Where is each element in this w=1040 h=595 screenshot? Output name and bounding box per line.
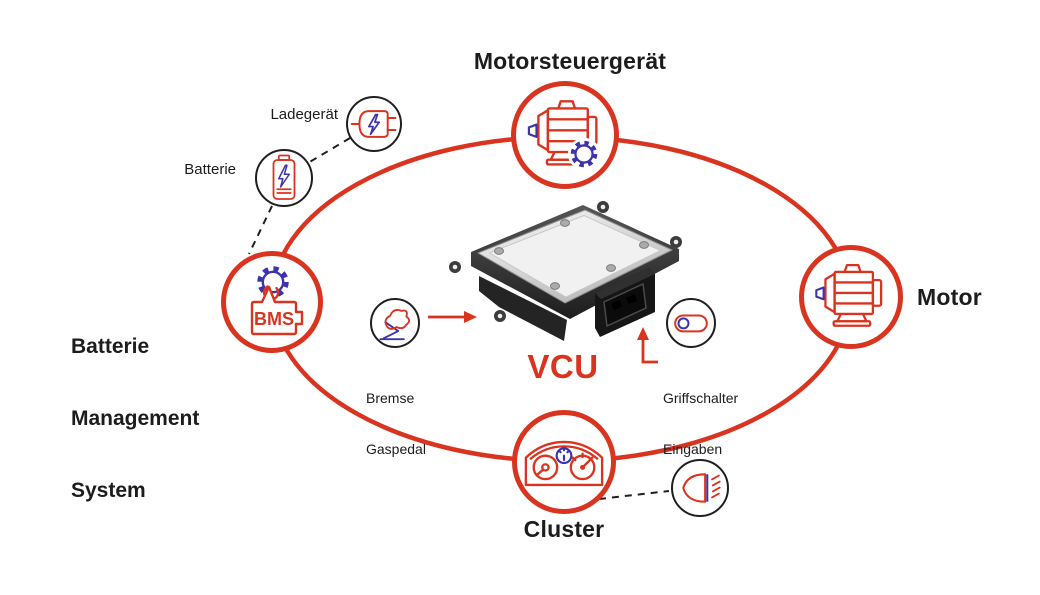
label-bms: Batterie Management System [71, 287, 199, 551]
dashed-line-cluster-headlight [598, 490, 670, 500]
node-ladegeraet [346, 96, 402, 152]
device-housing-skirt [479, 276, 567, 341]
label-bms-line3: System [71, 479, 146, 502]
toggle-switch-icon [674, 314, 708, 333]
screw-holes [494, 219, 649, 290]
charger-plug-icon [350, 110, 397, 138]
motor-icon [815, 263, 883, 327]
dashed-line-batterie-bms [248, 205, 273, 255]
label-ladegeraet: Ladegerät [270, 106, 338, 123]
node-headlight [671, 459, 729, 517]
label-motor: Motor [917, 284, 982, 310]
label-eingaben: Eingaben [663, 441, 723, 457]
label-vcu: VCU [527, 348, 599, 385]
node-motorsteuergeraet [511, 81, 619, 189]
label-motorsteuergeraet: Motorsteuergerät [473, 48, 667, 74]
label-bms-line2: Management [71, 407, 200, 430]
gear-bms-icon: BMS [250, 266, 304, 336]
device-top-plate [477, 209, 673, 304]
label-bms-line1: Batterie [71, 335, 150, 358]
vcu-device-image [449, 201, 682, 341]
node-bremse-gaspedal [370, 298, 420, 348]
label-batterie: Batterie [184, 161, 236, 178]
device-connector [595, 268, 655, 337]
bms-badge-text: BMS [254, 309, 294, 329]
label-bremse: Bremse [366, 390, 415, 406]
griffschalter-to-vcu-arrow [637, 327, 658, 364]
node-motor [799, 245, 903, 349]
label-griffschalter: Griffschalter Eingaben [663, 356, 738, 492]
dashed-connectors [248, 137, 670, 500]
mounting-ears [449, 201, 682, 322]
pedal-to-vcu-arrow [428, 311, 477, 323]
node-bms: BMS [221, 251, 323, 353]
node-batterie [255, 149, 313, 207]
label-griffschalter-line1: Griffschalter [663, 390, 739, 406]
battery-icon [272, 154, 296, 200]
label-gaspedal: Gaspedal [366, 441, 426, 457]
node-griffschalter [666, 298, 716, 348]
instrument-cluster-icon [524, 440, 604, 486]
dashed-line-ladegeraet-batterie [307, 137, 351, 164]
motor-gear-icon [527, 100, 601, 171]
label-cluster: Cluster [523, 516, 605, 542]
headlight-icon [682, 473, 721, 503]
label-bremse-gaspedal: Bremse Gaspedal [366, 356, 426, 492]
pedal-icon [379, 309, 411, 341]
node-cluster [512, 410, 616, 514]
